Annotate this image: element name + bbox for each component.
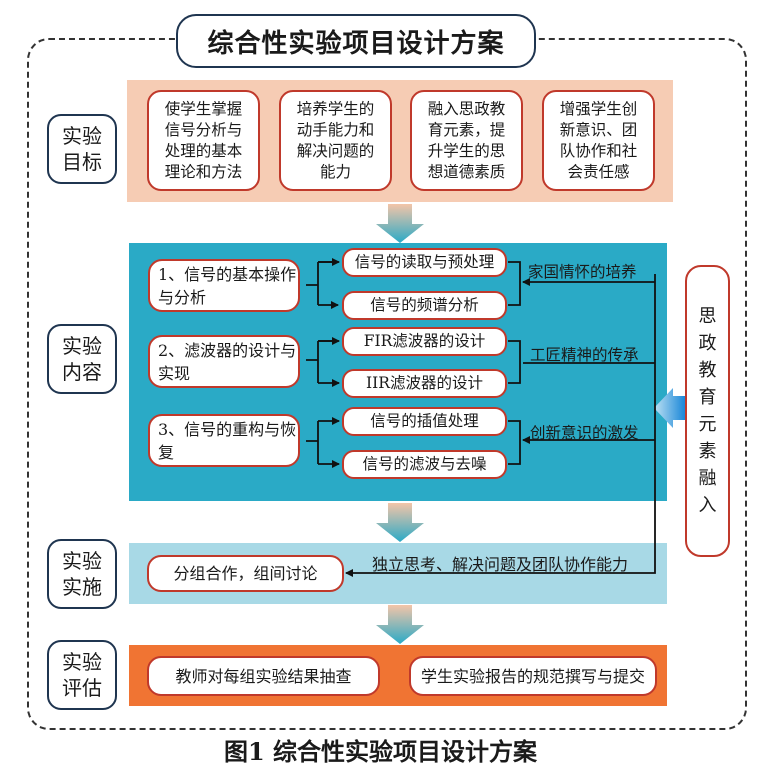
side-panel-char: 入 <box>698 495 717 516</box>
content-topic-1: 1、信号的基本操作与分析 <box>148 259 300 312</box>
goal-box-theory: 使学生掌握信号分析与处理的基本理论和方法 <box>147 90 260 191</box>
goal-line: 新意识、团 <box>559 120 638 139</box>
content-topic-3: 3、信号的重构与恢复 <box>148 414 300 467</box>
side-panel-char: 育 <box>698 387 717 408</box>
side-panel-char: 政 <box>698 333 717 354</box>
stage-label-line: 目标 <box>62 150 102 174</box>
side-panel-char: 思 <box>698 306 717 327</box>
sub-box-spectrum: 信号的频谱分析 <box>342 291 507 320</box>
goal-line: 会责任感 <box>567 162 630 181</box>
goal-line: 理论和方法 <box>164 162 243 181</box>
value-label-patriotism: 家国情怀的培养 <box>528 263 637 281</box>
implementation-label: 独立思考、解决问题及团队协作能力 <box>372 555 629 574</box>
goal-line: 信号分析与 <box>164 120 243 139</box>
diagram-title: 综合性实验项目设计方案 <box>176 14 536 68</box>
goal-line: 解决问题的 <box>296 141 375 160</box>
goal-box-practice: 培养学生的动手能力和解决问题的能力 <box>279 90 392 191</box>
side-panel-char: 素 <box>698 441 717 462</box>
sub-box-read-preprocess: 信号的读取与预处理 <box>342 248 507 277</box>
evaluation-box-report: 学生实验报告的规范撰写与提交 <box>409 656 657 696</box>
down-arrow-2 <box>376 503 424 542</box>
ideology-integration-panel: 思 政 教 育 元 素 融 入 <box>685 265 730 557</box>
stage-label-implementation: 实验实施 <box>47 539 117 609</box>
stage-label-evaluation: 实验评估 <box>47 640 117 710</box>
goal-line: 升学生的思 <box>427 141 506 160</box>
stage-label-line: 实施 <box>62 575 102 599</box>
value-label-innovation: 创新意识的激发 <box>530 424 639 442</box>
stage-label-line: 实验 <box>62 334 102 358</box>
stage-label-content: 实验内容 <box>47 324 117 394</box>
value-label-craftsmanship: 工匠精神的传承 <box>530 346 639 364</box>
stage-label-line: 实验 <box>62 549 102 573</box>
goal-line: 想道德素质 <box>427 162 506 181</box>
figure-caption: 图1 综合性实验项目设计方案 <box>223 737 538 766</box>
topic-line: 3、信号的重构与恢 <box>158 419 297 439</box>
goal-line: 使学生掌握 <box>164 99 243 118</box>
sub-box-denoise: 信号的滤波与去噪 <box>342 450 507 479</box>
stage-label-line: 实验 <box>62 650 102 674</box>
sub-box-interpolation: 信号的插值处理 <box>342 407 507 436</box>
goal-box-innovation: 增强学生创新意识、团队协作和社会责任感 <box>542 90 655 191</box>
goal-line: 能力 <box>319 162 351 181</box>
topic-line: 2、滤波器的设计与 <box>158 340 297 360</box>
topic-line: 与分析 <box>158 287 207 307</box>
stage-label-line: 实验 <box>62 124 102 148</box>
side-panel-left-arrow <box>654 388 685 428</box>
goal-line: 处理的基本 <box>164 141 243 160</box>
topic-line: 复 <box>158 442 175 462</box>
topic-line: 实现 <box>158 363 191 383</box>
sub-box-iir: IIR滤波器的设计 <box>342 369 507 398</box>
implementation-box: 分组合作，组间讨论 <box>147 555 344 592</box>
topic-line: 1、信号的基本操作 <box>158 264 297 284</box>
goal-line: 增强学生创 <box>559 99 638 118</box>
side-panel-char: 元 <box>698 414 717 435</box>
goal-line: 融入思政教 <box>427 99 506 118</box>
goal-line: 队协作和社 <box>559 141 638 160</box>
stage-label-goals: 实验目标 <box>47 114 117 184</box>
goal-line: 育元素，提 <box>427 120 506 139</box>
down-arrow-1 <box>376 204 424 243</box>
content-topic-2: 2、滤波器的设计与实现 <box>148 335 300 388</box>
goal-box-ideology: 融入思政教育元素，提升学生的思想道德素质 <box>410 90 523 191</box>
side-panel-char: 融 <box>698 468 717 489</box>
side-panel-char: 教 <box>698 360 717 381</box>
stage-label-line: 内容 <box>62 360 102 384</box>
sub-box-fir: FIR滤波器的设计 <box>342 327 507 356</box>
down-arrow-3 <box>376 605 424 644</box>
stage-label-line: 评估 <box>62 676 102 700</box>
evaluation-box-teacher: 教师对每组实验结果抽查 <box>147 656 380 696</box>
goal-line: 动手能力和 <box>296 120 375 139</box>
goal-line: 培养学生的 <box>296 99 375 118</box>
